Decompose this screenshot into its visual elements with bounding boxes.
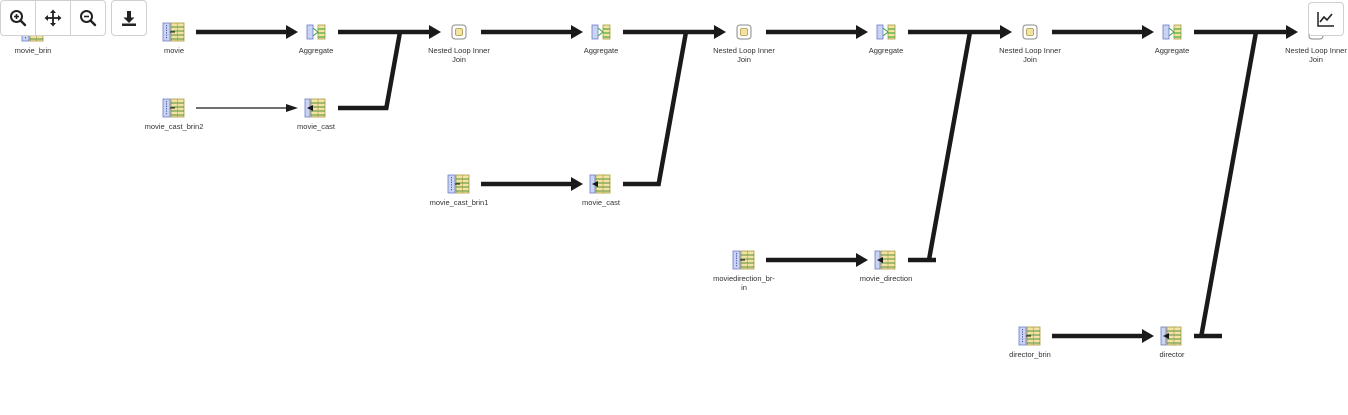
edge-director-to-nl4 [1194, 31, 1259, 339]
node-label: Aggregate [299, 46, 334, 55]
chart-view-button[interactable] [1308, 2, 1344, 36]
plan-node-agg3[interactable]: Aggregate [869, 24, 904, 55]
plan-node-director_brin[interactable]: director_brin [1009, 326, 1051, 359]
edge-director_brin-to-director [1052, 329, 1154, 343]
node-label: Aggregate [584, 46, 619, 55]
join-icon [736, 24, 752, 40]
node-label: in [741, 283, 747, 292]
node-label: Join [452, 55, 466, 64]
node-label: moviedirection_br- [713, 274, 775, 283]
edge-nl1-to-agg2 [481, 25, 583, 39]
node-label: Aggregate [869, 46, 904, 55]
plan-node-movie_cast_b[interactable]: movie_cast [582, 174, 621, 207]
plan-node-movie_direction[interactable]: movie_direction [860, 250, 913, 283]
index-scan-icon [162, 22, 185, 42]
plan-node-movie_cast_brin1[interactable]: movie_cast_brin1 [430, 174, 489, 207]
table-scan-icon [589, 174, 611, 194]
node-label: movie_cast [297, 122, 336, 131]
aggregate-icon [306, 24, 326, 40]
pan-icon [44, 9, 62, 27]
node-label: movie_cast [582, 198, 621, 207]
edge-movie_cast_a-to-nl1 [338, 31, 403, 111]
aggregate-icon [1162, 24, 1182, 40]
table-scan-icon [874, 250, 896, 270]
edge-agg3-to-nl3 [908, 25, 1012, 39]
table-scan-icon [1160, 326, 1182, 346]
node-label: Nested Loop Inner [713, 46, 775, 55]
edge-agg4-to-nl4 [1194, 25, 1298, 39]
plan-node-agg1[interactable]: Aggregate [299, 24, 334, 55]
node-label: director_brin [1009, 350, 1051, 359]
node-label: movie_direction [860, 274, 913, 283]
download-button[interactable] [111, 0, 147, 36]
edge-agg1-to-nl1 [338, 25, 441, 39]
node-label: Nested Loop Inner [428, 46, 490, 55]
node-layer: movie_brin movie Aggregate Nested Loop Inne… [15, 22, 1347, 359]
edge-movie_cast_brin1-to-movie_cast_b [481, 177, 583, 191]
plan-node-director[interactable]: director [1159, 326, 1185, 359]
node-label: Nested Loop Inner [999, 46, 1061, 55]
edge-movie_cast_brin2-to-movie_cast_a [196, 104, 298, 112]
index-scan-icon [447, 174, 470, 194]
aggregate-icon [591, 24, 611, 40]
join-icon [1022, 24, 1038, 40]
edge-layer [196, 25, 1298, 343]
edge-moviedirection_brin-to-movie_direction [766, 253, 868, 267]
pan-button[interactable] [35, 0, 71, 36]
graph-toolbar [0, 0, 147, 36]
node-label: director [1159, 350, 1185, 359]
plan-node-movie_cast_brin2[interactable]: movie_cast_brin2 [145, 98, 204, 131]
table-scan-icon [304, 98, 326, 118]
edge-movie_cast_b-to-nl2 [623, 31, 689, 187]
edge-agg2-to-nl2 [623, 25, 726, 39]
zoom-out-button[interactable] [70, 0, 106, 36]
plan-node-moviedirection_brin[interactable]: moviedirection_br-in [713, 250, 775, 292]
node-label: movie [164, 46, 184, 55]
plan-node-movie_cast_a[interactable]: movie_cast [297, 98, 336, 131]
edge-nl3-to-agg4 [1052, 25, 1154, 39]
zoom-in-icon [10, 10, 27, 27]
plan-node-agg2[interactable]: Aggregate [584, 24, 619, 55]
join-icon [451, 24, 467, 40]
zoom-out-icon [80, 10, 97, 27]
index-scan-icon [732, 250, 755, 270]
node-label: Join [1023, 55, 1037, 64]
node-label: Nested Loop Inner [1285, 46, 1347, 55]
node-label: movie_cast_brin1 [430, 198, 489, 207]
node-label: Aggregate [1155, 46, 1190, 55]
node-label: movie_cast_brin2 [145, 122, 204, 131]
aggregate-icon [876, 24, 896, 40]
chart-line-icon [1317, 12, 1334, 27]
zoom-in-button[interactable] [0, 0, 36, 36]
edge-movie_direction-to-nl3 [908, 31, 973, 263]
node-label: Join [737, 55, 751, 64]
plan-node-movie[interactable]: movie [162, 22, 185, 55]
edge-nl2-to-agg3 [766, 25, 868, 39]
plan-node-agg4[interactable]: Aggregate [1155, 24, 1190, 55]
index-scan-icon [162, 98, 185, 118]
node-label: movie_brin [15, 46, 52, 55]
node-label: Join [1309, 55, 1323, 64]
edge-movie-to-agg1 [196, 25, 298, 39]
index-scan-icon [1018, 326, 1041, 346]
download-icon [122, 11, 136, 26]
